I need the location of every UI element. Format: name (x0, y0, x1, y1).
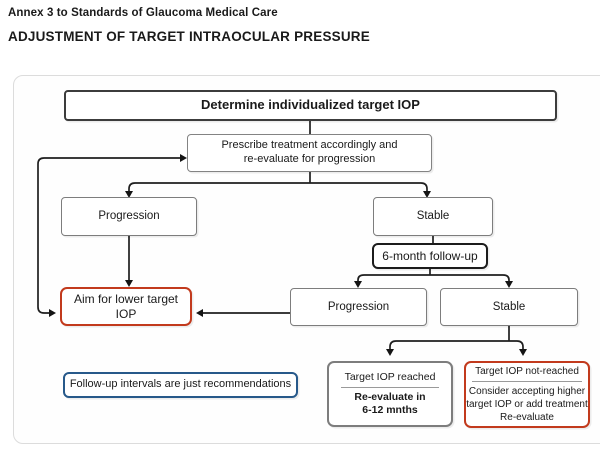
annex-heading: Annex 3 to Standards of Glaucoma Medical… (8, 7, 278, 19)
divider (472, 381, 582, 382)
node-prescribe-treatment: Prescribe treatment accordingly and re-e… (187, 134, 432, 172)
node-label-line4: Re-evaluate (500, 412, 554, 423)
node-label: Aim for lower target IOP (73, 291, 179, 321)
node-progression-first: Progression (61, 197, 197, 236)
node-aim-lower-target-iop: Aim for lower target IOP (60, 287, 192, 326)
node-stable-second: Stable (440, 288, 578, 326)
node-label-line1: Target IOP not-reached (475, 366, 579, 377)
node-label: Progression (98, 210, 160, 223)
node-label: Determine individualized target IOP (201, 97, 420, 113)
node-label: 6-month follow-up (382, 248, 478, 263)
node-label: Follow-up intervals are just recommendat… (69, 378, 292, 391)
node-stable-first: Stable (373, 197, 493, 236)
node-label-line3: 6-12 mnths (362, 404, 418, 417)
node-label-line1: Target IOP reached (344, 370, 436, 383)
node-six-month-followup: 6-month follow-up (372, 243, 488, 269)
node-label: Stable (416, 210, 450, 223)
node-target-iop-reached: Target IOP reached Re-evaluate in 6-12 m… (327, 361, 453, 427)
node-label-line2: Consider accepting higher (468, 386, 586, 397)
node-followup-note: Follow-up intervals are just recommendat… (63, 372, 298, 398)
divider (341, 386, 439, 388)
node-label: Progression (327, 300, 390, 313)
page-title: ADJUSTMENT OF TARGET INTRAOCULAR PRESSUR… (8, 29, 370, 44)
node-label-line3: target IOP or add treatment (466, 399, 588, 410)
node-target-iop-not-reached: Target IOP not-reached Consider acceptin… (464, 361, 590, 428)
node-determine-target-iop: Determine individualized target IOP (64, 90, 557, 121)
node-label-line2: re-evaluate for progression (243, 153, 376, 165)
node-label: Stable (492, 300, 526, 313)
node-label-line1: Prescribe treatment accordingly and (221, 139, 398, 152)
node-label-line2: Re-evaluate in (354, 390, 426, 403)
node-progression-second: Progression (290, 288, 427, 326)
